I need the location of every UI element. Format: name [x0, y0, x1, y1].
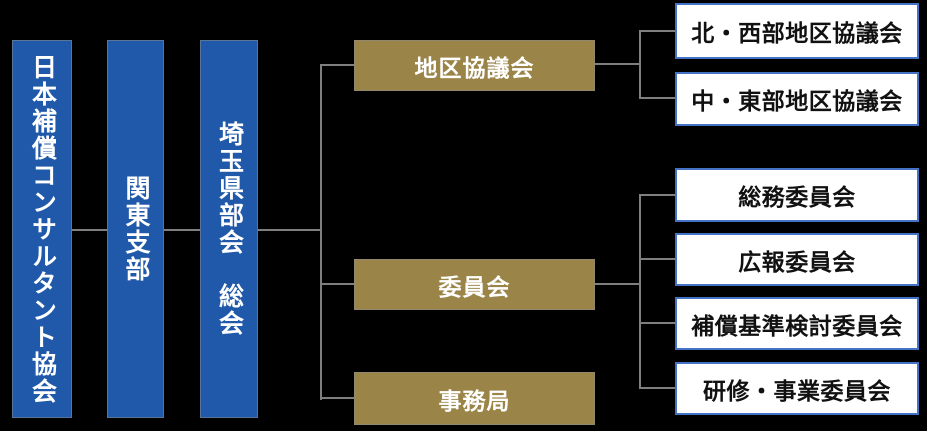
connector-district-out: [595, 63, 641, 65]
node-compensation-standards-review-committee: 補償基準検討委員会: [675, 297, 919, 350]
connector-left-trunk: [320, 64, 322, 400]
connector-branch-central-east: [639, 97, 675, 99]
connector-committee-trunk: [639, 194, 641, 389]
node-district-council: 地区協議会: [354, 40, 595, 91]
node-saitama-chapter-assembly: 埼玉県部会 総会: [200, 40, 258, 418]
node-central-east-district-council: 中・東部地区協議会: [675, 72, 919, 126]
node-general-affairs-committee: 総務委員会: [675, 168, 919, 222]
connector-branch-training-business: [639, 387, 675, 389]
connector-district-trunk: [639, 30, 641, 99]
connector-branch-standards-review: [639, 322, 675, 324]
node-association-root: 日本補償コンサルタント協会: [12, 40, 72, 418]
connector-branch-district-council: [320, 64, 354, 66]
node-north-west-district-council: 北・西部地区協議会: [675, 3, 919, 59]
connector-main-horizontal: [72, 229, 322, 231]
connector-branch-public-relations: [639, 258, 675, 260]
connector-branch-north-west: [639, 30, 675, 32]
node-committee: 委員会: [354, 259, 595, 310]
node-training-business-committee: 研修・事業委員会: [675, 362, 919, 415]
connector-branch-committee: [320, 283, 354, 285]
node-secretariat: 事務局: [354, 372, 595, 425]
connector-branch-general-affairs: [639, 194, 675, 196]
connector-committee-out: [595, 283, 641, 285]
connector-branch-secretariat: [320, 397, 354, 399]
node-public-relations-committee: 広報委員会: [675, 233, 919, 286]
node-kanto-branch: 関東支部: [107, 40, 164, 418]
